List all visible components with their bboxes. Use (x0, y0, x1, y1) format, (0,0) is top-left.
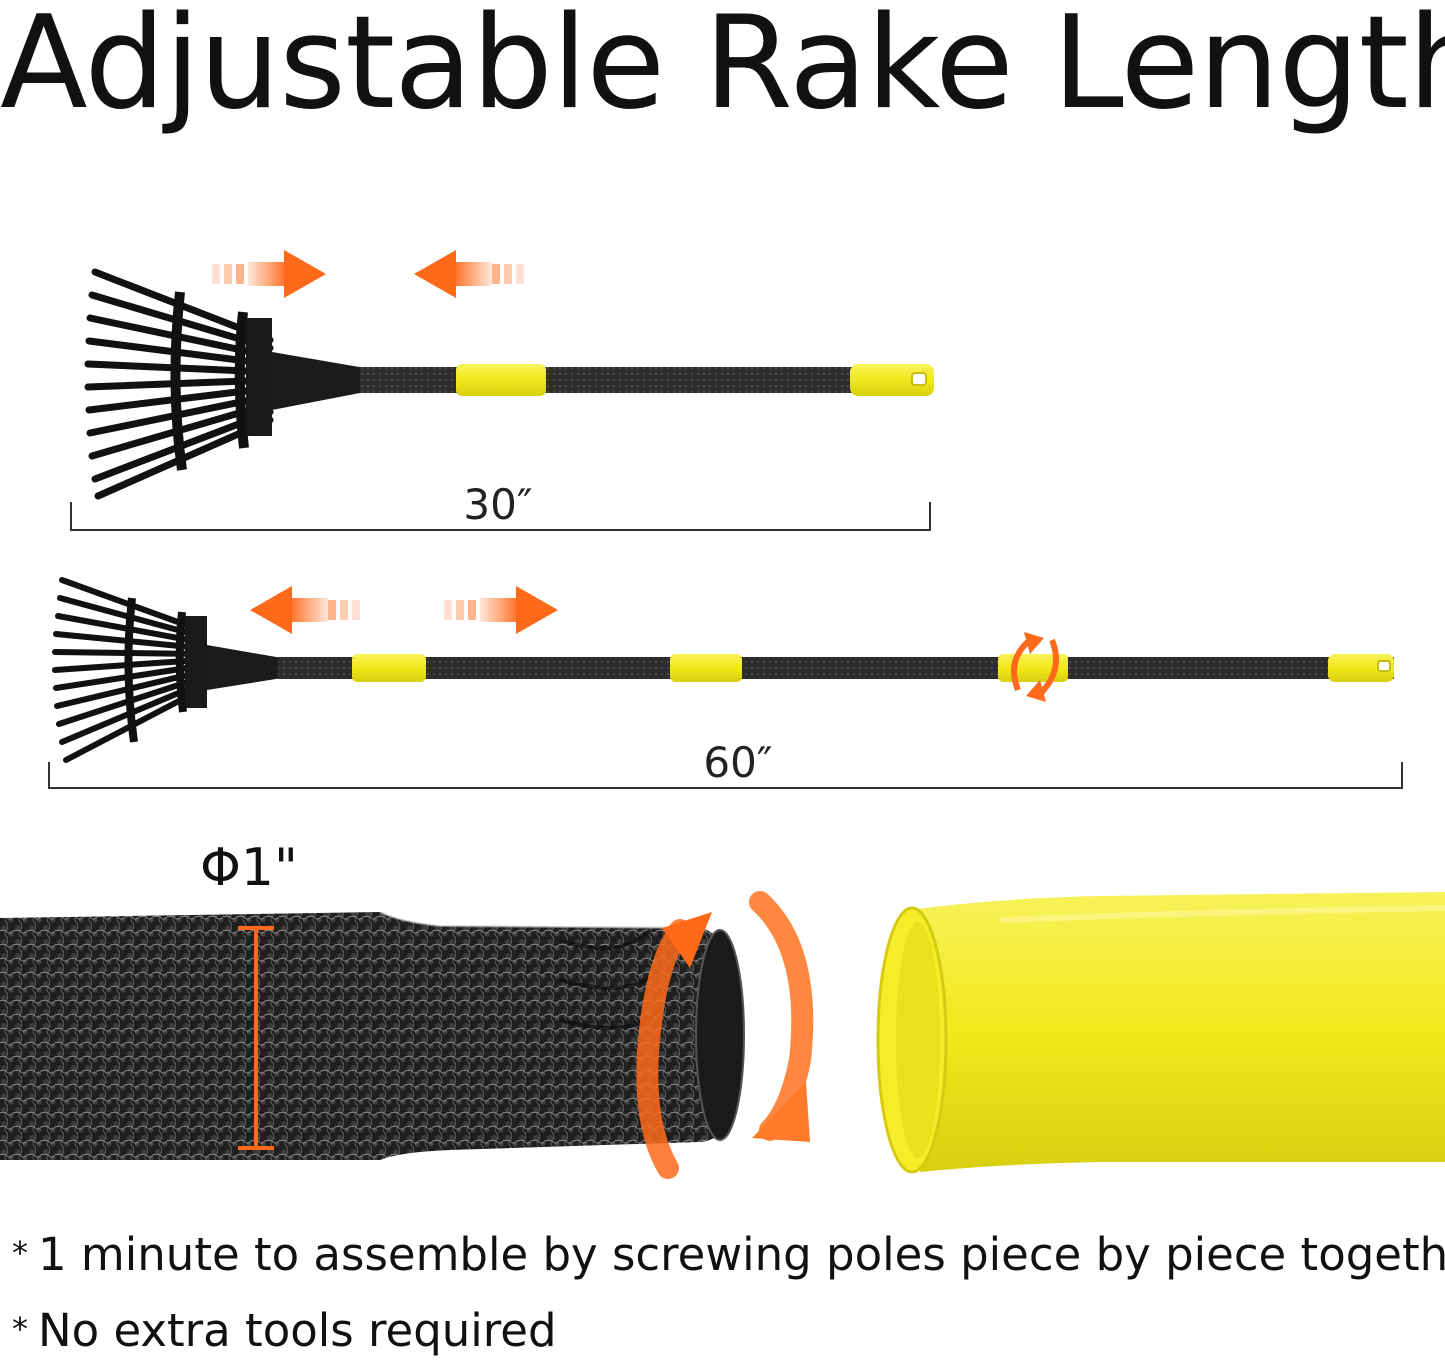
note-tools: * No extra tools required (12, 1304, 557, 1357)
note-star: * (12, 1310, 28, 1348)
arrow-right-icon-outward (444, 586, 558, 634)
length-label-long: 60″ (703, 738, 773, 787)
note-assemble: * 1 minute to assemble by screwing poles … (12, 1228, 1445, 1281)
arrow-right-icon (212, 250, 326, 298)
pole-closeup (0, 911, 745, 1160)
rotate-icon-small (1011, 632, 1059, 702)
note-star: * (12, 1234, 28, 1272)
long-rake (52, 577, 1394, 763)
dimension-line-short (70, 502, 931, 531)
short-rake (84, 268, 934, 500)
arrow-left-icon (414, 250, 524, 298)
length-label-short: 30″ (463, 480, 533, 529)
note-text: 1 minute to assemble by screwing poles p… (38, 1228, 1445, 1281)
arrow-left-icon-outward (250, 586, 360, 634)
diameter-label: Φ1" (200, 838, 298, 898)
page-title: Adjustable Rake Length (0, 0, 1445, 138)
rotate-icon-large (636, 891, 814, 1179)
diameter-marker (238, 926, 274, 1150)
dimension-line-long (48, 762, 1403, 789)
yellow-tube-closeup (876, 892, 1445, 1174)
note-text: No extra tools required (38, 1304, 557, 1357)
